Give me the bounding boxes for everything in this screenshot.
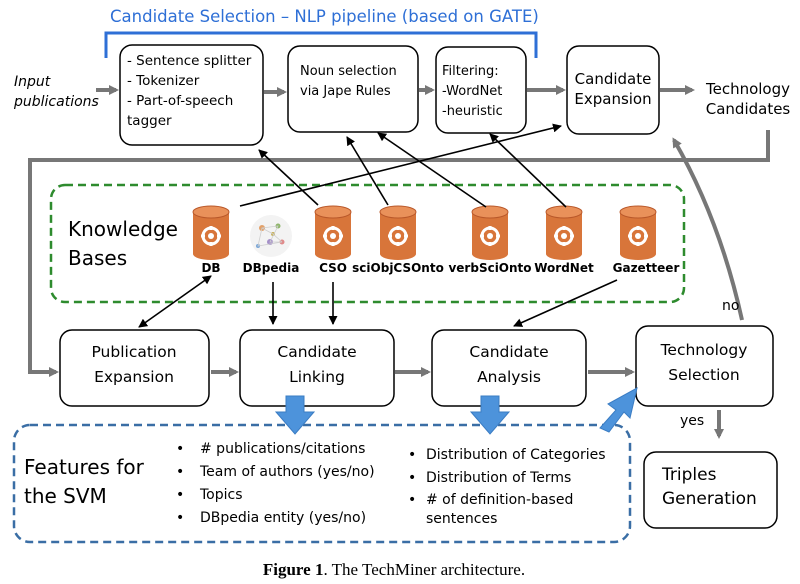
features-right-list: • Distribution of Categories • Distributio…: [408, 447, 606, 527]
input-label-2: publications: [13, 94, 99, 110]
svg-text:Candidate: Candidate: [575, 70, 652, 88]
features-left-list: • # publications/citations • Team of autho…: [176, 441, 375, 526]
kb-connectors: [138, 123, 618, 328]
kb-label-cso: CSO: [319, 261, 347, 275]
svg-text:Expansion: Expansion: [574, 90, 651, 108]
svg-text:Candidate: Candidate: [469, 343, 548, 361]
kb-label-gazetteer: Gazetteer: [613, 261, 680, 275]
svg-text:Generation: Generation: [662, 489, 757, 509]
svg-text:Distribution of Terms: Distribution of Terms: [426, 470, 571, 486]
svg-text:Team of authors (yes/no): Team of authors (yes/no): [199, 464, 375, 480]
feature-arrows: [274, 387, 638, 435]
kb-label-dbpedia: DBpedia: [243, 261, 300, 275]
svg-text:tagger: tagger: [127, 113, 172, 129]
features-title-2: the SVM: [24, 484, 107, 508]
svg-text:Analysis: Analysis: [477, 368, 541, 386]
publication-expansion-box: Publication Expansion: [59, 329, 210, 407]
candidate-expansion-box: Candidate Expansion: [566, 45, 660, 135]
candidate-linking-box: Candidate Linking: [239, 329, 395, 407]
svg-text:-WordNet: -WordNet: [442, 84, 502, 99]
svg-text:Triples: Triples: [661, 465, 717, 485]
svg-text:Linking: Linking: [289, 368, 345, 386]
svg-text:•: •: [408, 470, 416, 486]
sciobjcsonto-icon: [378, 204, 418, 262]
technology-selection-box: Technology Selection: [635, 325, 774, 407]
yes-label: yes: [680, 413, 704, 429]
kb-label-sciobjcsonto: sciObjCSOnto: [352, 261, 444, 275]
pipeline-title: Candidate Selection – NLP pipeline (base…: [110, 7, 539, 26]
svg-text:•: •: [176, 487, 184, 503]
wordnet-icon: [544, 204, 584, 262]
svg-text:Publication: Publication: [91, 343, 176, 361]
svg-text:•: •: [176, 510, 184, 526]
svg-text:Technology: Technology: [660, 341, 748, 359]
svg-text:Distribution of Categories: Distribution of Categories: [426, 447, 606, 463]
kb-label-verbscionto: verbSciOnto: [448, 261, 531, 275]
svg-text:Noun selection: Noun selection: [300, 64, 397, 79]
svg-text:# publications/citations: # publications/citations: [200, 441, 365, 457]
svg-text:•: •: [408, 447, 416, 463]
svg-text:-heuristic: -heuristic: [442, 104, 503, 119]
svg-text:Candidate: Candidate: [277, 343, 356, 361]
knowledge-bases-label-2: Bases: [68, 246, 127, 270]
svg-text:Selection: Selection: [668, 366, 739, 384]
db-icon: [191, 204, 231, 262]
svg-text:- Tokenizer: - Tokenizer: [127, 73, 200, 89]
noun-selection-box: Noun selection via Jape Rules: [287, 45, 419, 133]
triples-generation-box: Triples Generation: [643, 451, 778, 529]
figure-caption: Figure 1. The TechMiner architecture.: [263, 560, 525, 579]
svg-text:via Jape Rules: via Jape Rules: [300, 84, 391, 99]
svg-text:Topics: Topics: [199, 487, 243, 503]
svg-text:•: •: [176, 441, 184, 457]
knowledge-bases-label-1: Knowledge: [68, 217, 178, 241]
svg-text:•: •: [176, 464, 184, 480]
svg-text:Filtering:: Filtering:: [442, 64, 499, 79]
features-title-1: Features for: [24, 455, 145, 479]
svg-text:- Sentence splitter: - Sentence splitter: [127, 53, 252, 69]
svg-text:DBpedia entity (yes/no): DBpedia entity (yes/no): [200, 510, 366, 526]
kb-label-wordnet: WordNet: [534, 261, 594, 275]
verbscionto-icon: [470, 204, 510, 262]
svg-text:•: •: [408, 492, 416, 508]
svg-text:- Part-of-speech: - Part-of-speech: [127, 93, 233, 109]
input-label-1: Input: [14, 74, 51, 90]
svg-text:Expansion: Expansion: [94, 368, 174, 386]
dbpedia-icon: [250, 215, 292, 257]
nlp-preprocessing-box: - Sentence splitter - Tokenizer - Part-o…: [119, 44, 264, 146]
technology-candidates-2: Candidates: [706, 100, 791, 118]
svg-text:sentences: sentences: [426, 511, 497, 527]
knowledge-bases-panel: [49, 183, 686, 304]
kb-label-db: DB: [201, 261, 220, 275]
svg-text:# of definition-based: # of definition-based: [426, 492, 573, 508]
filtering-box: Filtering: -WordNet -heuristic: [435, 46, 527, 134]
cso-icon: [313, 204, 353, 262]
technology-candidates-1: Technology: [705, 80, 790, 98]
pipeline-bracket: [104, 31, 538, 58]
no-label: no: [722, 298, 739, 314]
gazetteer-icon: [618, 204, 658, 262]
pipeline-arrows: [28, 85, 770, 439]
features-panel: [12, 423, 632, 544]
candidate-analysis-box: Candidate Analysis: [431, 329, 587, 407]
